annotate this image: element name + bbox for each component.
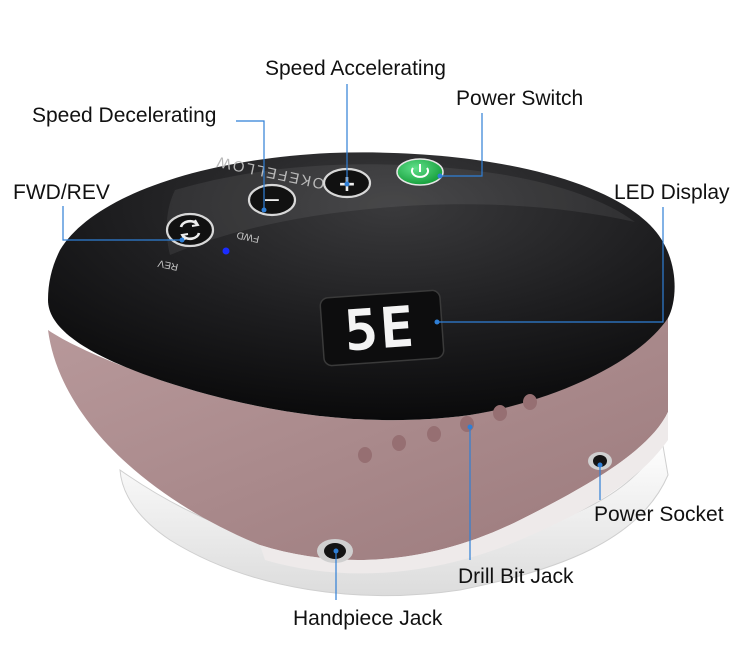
vent-holes [358, 394, 537, 463]
power-button[interactable] [396, 158, 444, 186]
leader-power-switch [440, 113, 483, 177]
leader-speed-decelerating [236, 120, 265, 210]
device-base-lip [260, 412, 668, 574]
callout-led-display: LED Display [614, 181, 730, 204]
rotate-icon [179, 219, 201, 241]
device-trim [48, 318, 668, 560]
speed-decrease-button[interactable]: − [247, 183, 297, 217]
callout-power-socket: Power Socket [594, 503, 724, 526]
fwd-indicator-led [222, 247, 230, 255]
callout-speed-accelerating: Speed Accelerating [265, 57, 446, 80]
fwd-rev-button[interactable] [165, 212, 215, 248]
led-display-value: 5E [342, 295, 418, 365]
led-display: 5E [319, 289, 445, 367]
leader-lines [62, 84, 664, 600]
callout-drill-bit-jack: Drill Bit Jack [458, 565, 574, 588]
callout-speed-decelerating: Speed Decelerating [32, 104, 217, 127]
minus-icon: − [263, 188, 281, 213]
power-icon [411, 164, 429, 178]
fwd-label: FWD [236, 229, 261, 244]
power-socket [588, 452, 612, 470]
rev-label: REV [157, 257, 180, 272]
callout-fwd-rev: FWD/REV [13, 181, 110, 204]
callout-handpiece-jack: Handpiece Jack [293, 607, 443, 630]
leader-fwd-rev [62, 206, 182, 241]
leader-dots [179, 173, 603, 554]
leader-led-display [437, 207, 664, 323]
callout-power-switch: Power Switch [456, 87, 584, 110]
